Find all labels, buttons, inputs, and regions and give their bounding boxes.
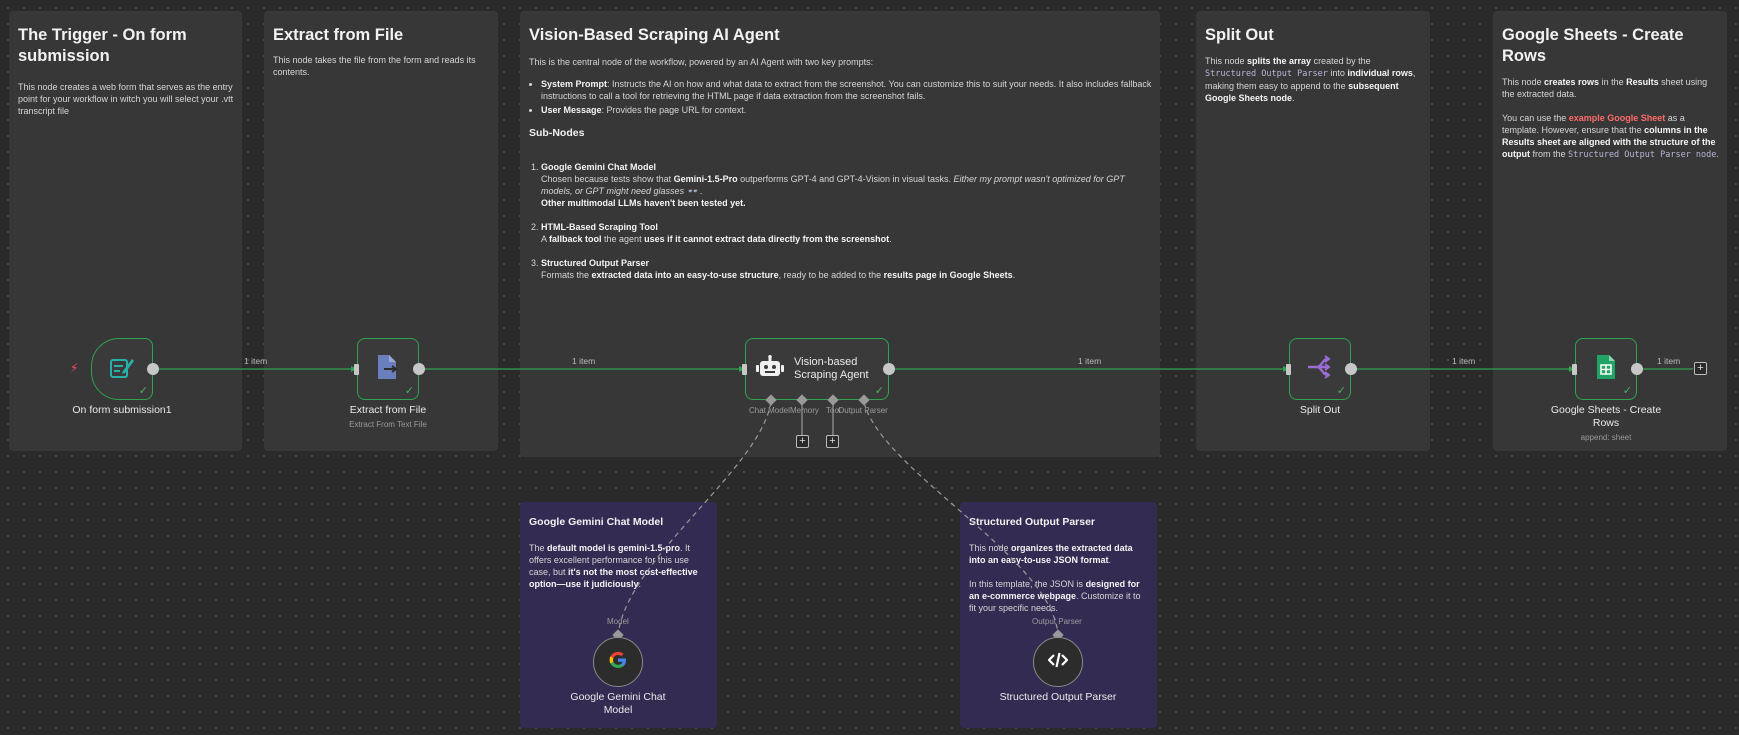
connection-count-label: 1 item [244, 356, 268, 366]
sticky-title: Google Gemini Chat Model [529, 516, 664, 528]
input-port[interactable] [354, 364, 359, 375]
node-google-sheets[interactable]: ✓ [1572, 338, 1643, 400]
trigger-bolt-icon: ⚡ [70, 361, 79, 375]
sub-node-item: Google Gemini Chat Model Chosen because … [541, 161, 1152, 209]
port-label: Model [607, 617, 629, 626]
sticky-text: This node organizes the extracted data i… [969, 543, 1133, 565]
sticky-title: The Trigger - On form submission [18, 26, 187, 65]
port-label: Tool [826, 406, 841, 415]
sub-node-item: Structured Output Parser Formats the ext… [541, 257, 1152, 281]
input-port[interactable] [1572, 364, 1577, 375]
sticky-title: Vision-Based Scraping AI Agent [529, 26, 780, 44]
google-icon [608, 650, 628, 675]
sticky-title: Structured Output Parser [969, 516, 1096, 528]
node-sublabel: append: sheet [1580, 433, 1632, 442]
port-label: Chat Model [749, 406, 790, 415]
file-extract-icon [375, 353, 401, 386]
sticky-text: This node splits the array created by th… [1205, 56, 1416, 103]
node-split-out[interactable]: ✓ [1286, 338, 1357, 400]
sub-nodes-heading: Sub-Nodes [529, 127, 585, 139]
output-port[interactable] [147, 363, 159, 375]
add-memory-button[interactable]: + [796, 435, 809, 448]
success-check-icon: ✓ [874, 385, 884, 397]
node-sublabel: Extract From Text File [349, 420, 427, 429]
sticky-text: The default model is gemini-1.5-pro. It … [529, 543, 698, 589]
success-check-icon: ✓ [1336, 385, 1346, 397]
input-port[interactable] [742, 364, 747, 375]
node-label: Split Out [1299, 404, 1341, 416]
node-label: Vision-based Scraping Agent [794, 356, 869, 381]
connection-count-label: 1 item [1657, 356, 1681, 366]
sticky-intro: This is the central node of the workflow… [529, 57, 874, 67]
sticky-title: Extract from File [273, 26, 404, 44]
parser-connection [863, 401, 1059, 637]
robot-icon [756, 354, 784, 384]
sub-nodes-list: Google Gemini Chat Model Chosen because … [529, 161, 1152, 281]
output-port[interactable] [1345, 363, 1357, 375]
sticky-text: You can use the example Google Sheet as … [1502, 113, 1719, 160]
node-form-submission[interactable]: ✓ [91, 338, 159, 400]
success-check-icon: ✓ [404, 385, 414, 397]
node-extract-from-file[interactable]: ✓ [354, 338, 425, 400]
sticky-text: In this template, the JSON is designed f… [969, 579, 1141, 613]
success-check-icon: ✓ [1622, 385, 1632, 397]
input-port[interactable] [1286, 364, 1291, 375]
sticky-note-gemini[interactable]: Google Gemini Chat Model The default mod… [520, 502, 717, 728]
port-label: Output Parser [1032, 617, 1082, 626]
connection-count-label: 1 item [1078, 356, 1102, 366]
add-tool-button[interactable]: + [826, 435, 839, 448]
port-label: Output Parser [838, 406, 888, 415]
node-label: Google Sheets - Create Rows [1550, 404, 1662, 429]
node-label: Extract from File [349, 404, 427, 416]
form-icon [109, 354, 135, 385]
sticky-text: This node creates a web form that serves… [18, 82, 234, 116]
node-structured-output-parser[interactable] [1033, 637, 1083, 687]
sub-node-item: HTML-Based Scraping Tool A fallback tool… [541, 221, 1152, 245]
node-label: On form submission1 [72, 404, 172, 416]
output-port[interactable] [883, 363, 895, 375]
prompt-item: System Prompt: Instructs the AI on how a… [541, 78, 1152, 102]
model-connection [617, 401, 772, 637]
connection-count-label: 1 item [572, 356, 596, 366]
sticky-text: This node takes the file from the form a… [273, 55, 476, 77]
sticky-text: This node creates rows in the Results sh… [1502, 77, 1708, 99]
output-port[interactable] [1631, 363, 1643, 375]
sticky-title: Split Out [1205, 26, 1274, 44]
google-sheets-icon [1596, 354, 1616, 385]
add-node-button[interactable]: + [1694, 362, 1707, 375]
success-check-icon: ✓ [138, 385, 148, 397]
port-label: Memory [790, 406, 819, 415]
prompt-item: User Message: Provides the page URL for … [541, 104, 1152, 116]
example-sheet-link[interactable]: example Google Sheet [1568, 113, 1666, 123]
sticky-title: Google Sheets - Create Rows [1502, 26, 1684, 65]
node-vision-agent[interactable]: Vision-based Scraping Agent ✓ [742, 338, 895, 400]
prompt-list: System Prompt: Instructs the AI on how a… [529, 78, 1152, 116]
code-icon [1047, 652, 1069, 673]
split-icon [1306, 354, 1334, 384]
output-port[interactable] [413, 363, 425, 375]
node-google-gemini[interactable] [593, 637, 643, 687]
node-label: Structured Output Parser [999, 691, 1117, 703]
connection-count-label: 1 item [1452, 356, 1476, 366]
node-label: Google Gemini Chat Model [570, 691, 666, 716]
